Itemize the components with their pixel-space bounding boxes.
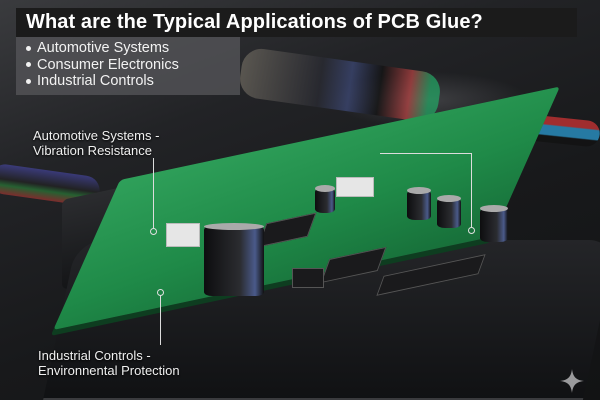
callout-line — [153, 158, 154, 228]
connector-white — [336, 177, 374, 197]
connector-white — [166, 223, 200, 247]
callout-line — [160, 295, 161, 345]
list-item: Industrial Controls — [26, 73, 240, 90]
capacitor — [407, 187, 431, 220]
callout-marker — [468, 227, 475, 234]
cable-bundle — [237, 46, 443, 124]
sparkle-icon — [560, 369, 584, 393]
bullet-icon — [26, 62, 31, 68]
callout-marker — [150, 228, 157, 235]
bullet-icon — [26, 78, 31, 84]
capacitor — [480, 205, 508, 242]
capacitor — [315, 185, 335, 213]
list-item: Automotive Systems — [26, 40, 240, 57]
page-title: What are the Typical Applications of PCB… — [26, 11, 483, 33]
title-bar: What are the Typical Applications of PCB… — [16, 8, 577, 37]
callout-industrial: Industrial Controls - Environnental Prot… — [38, 348, 180, 378]
applications-list: Automotive Systems Consumer Electronics … — [16, 37, 240, 95]
capacitor — [204, 223, 264, 296]
chip — [292, 268, 324, 288]
capacitor — [437, 195, 461, 228]
bullet-icon — [26, 45, 31, 51]
callout-line — [380, 153, 472, 154]
callout-automotive: Automotive Systems - Vibration Resistanc… — [33, 128, 160, 158]
callout-line — [471, 153, 472, 227]
list-item: Consumer Electronics — [26, 57, 240, 74]
